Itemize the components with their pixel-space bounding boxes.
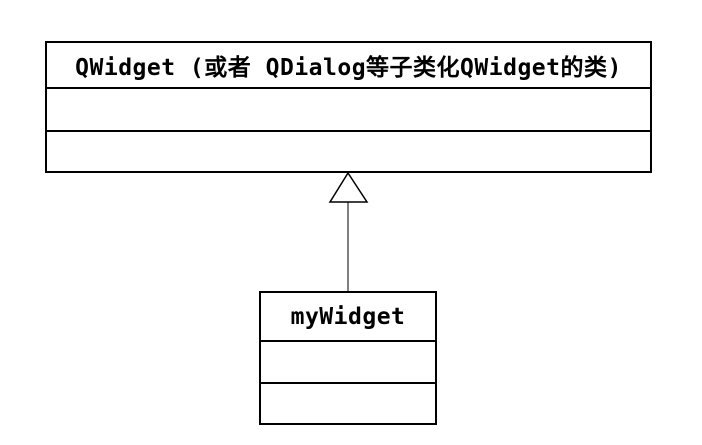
parent-class-name: QWidget (或者 QDialog等子类化QWidget的类) bbox=[75, 55, 622, 81]
child-class-methods bbox=[261, 382, 435, 423]
parent-class-methods bbox=[47, 130, 650, 171]
parent-class-box: QWidget (或者 QDialog等子类化QWidget的类) bbox=[45, 41, 652, 173]
child-class-attributes bbox=[261, 340, 435, 382]
child-class-name: myWidget bbox=[290, 303, 406, 330]
child-class-box: myWidget bbox=[259, 291, 437, 425]
inheritance-arrow-icon bbox=[328, 171, 369, 203]
parent-class-attributes bbox=[47, 87, 650, 130]
